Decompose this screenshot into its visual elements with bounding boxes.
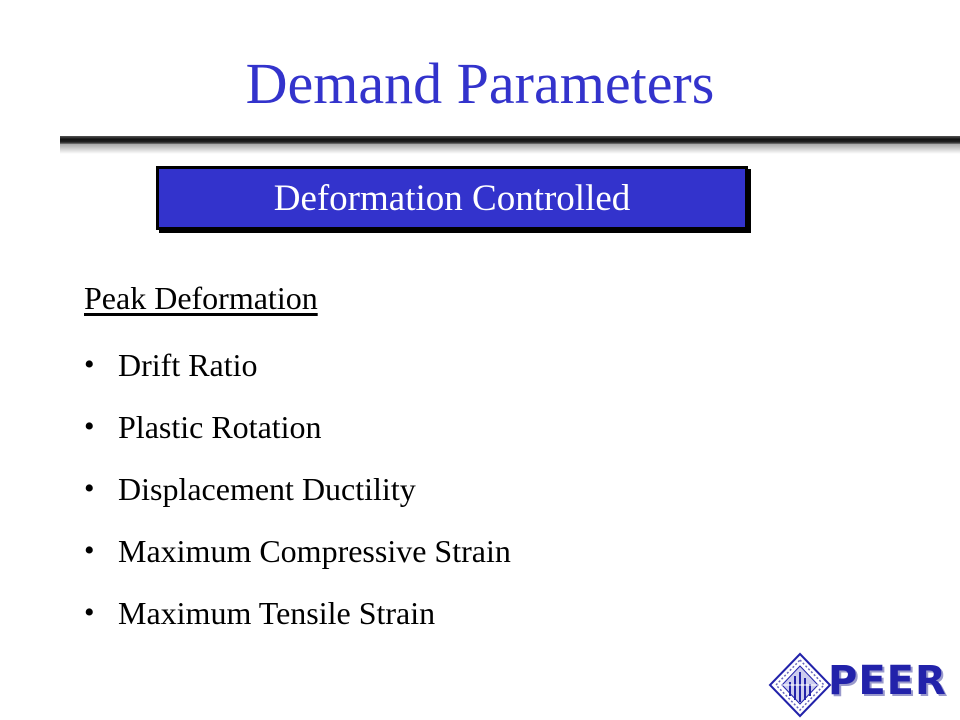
peer-logo: PEER — [768, 650, 946, 720]
bullet-icon: • — [84, 410, 95, 443]
bullet-icon: • — [84, 472, 95, 505]
bullet-text: Drift Ratio — [118, 346, 258, 383]
bullet-item: • Drift Ratio — [84, 334, 511, 396]
bullet-item: • Displacement Ductility — [84, 458, 511, 520]
title-divider — [60, 136, 960, 144]
bullet-icon: • — [84, 534, 95, 567]
bullet-text: Maximum Compressive Strain — [118, 532, 511, 569]
bullet-icon: • — [84, 348, 95, 381]
bullet-list: • Drift Ratio • Plastic Rotation • Displace… — [84, 334, 511, 644]
peer-diamond-logo-icon — [768, 652, 832, 718]
peer-logo-text: PEER — [828, 658, 947, 704]
bullet-text: Plastic Rotation — [118, 408, 322, 445]
section-banner-label: Deformation Controlled — [273, 177, 631, 219]
bullet-item: • Plastic Rotation — [84, 396, 511, 458]
bullet-text: Displacement Ductility — [118, 470, 416, 507]
section-banner: Deformation Controlled — [156, 166, 748, 230]
bullet-item: • Maximum Tensile Strain — [84, 582, 511, 644]
slide-title: Demand Parameters — [245, 51, 715, 116]
bullet-icon: • — [84, 596, 95, 629]
peak-deformation-heading: Peak Deformation — [84, 280, 318, 316]
title-divider-shadow — [60, 144, 960, 154]
bullet-text: Maximum Tensile Strain — [118, 594, 436, 631]
bullet-item: • Maximum Compressive Strain — [84, 520, 511, 582]
